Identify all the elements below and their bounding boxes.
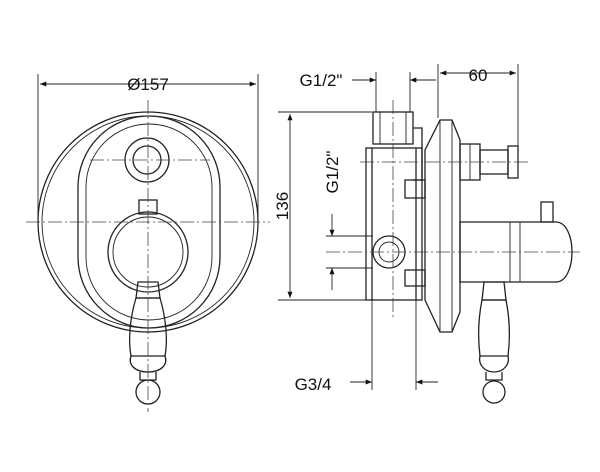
mixer-side-stem <box>540 201 554 223</box>
side-lever-ball <box>482 380 506 404</box>
outlet-label: G3/4 <box>295 375 332 394</box>
top-inlet-label: G1/2" <box>300 71 343 90</box>
side-flange <box>424 119 461 333</box>
side-lever-collar <box>481 281 507 301</box>
top-inlet-connector <box>413 127 423 181</box>
depth-label: 60 <box>469 66 488 85</box>
front-view: Ø157 <box>26 74 270 412</box>
side-lever-handle <box>478 299 510 357</box>
height-label: 136 <box>273 192 292 220</box>
side-view: 136 <box>273 64 580 404</box>
side-lever-base <box>478 355 510 373</box>
side-lever-neck <box>485 372 503 381</box>
side-inlet-label: G1/2" <box>323 151 342 194</box>
diameter-label: Ø157 <box>127 75 169 94</box>
valve-body <box>365 147 423 301</box>
valve-body-edges <box>371 148 417 300</box>
